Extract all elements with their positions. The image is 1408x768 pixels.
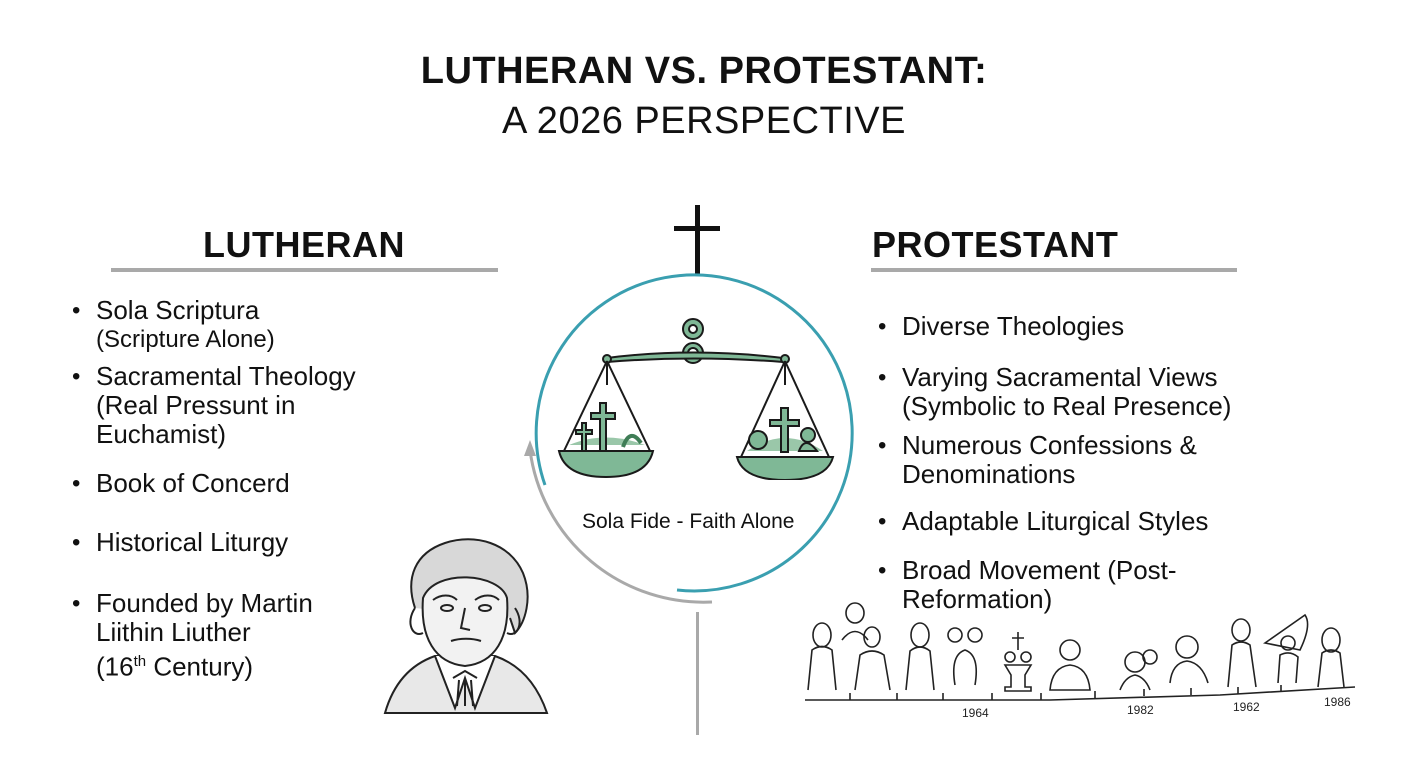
denominations-timeline-illustration xyxy=(805,602,1356,701)
page-subtitle: A 2026 PERSPECTIVE xyxy=(502,100,906,142)
cross-icon xyxy=(674,205,720,275)
circular-arrow-icon xyxy=(524,273,854,604)
lutheran-heading: LUTHERAN xyxy=(203,224,405,265)
list-item: Adaptable Liturgical Styles xyxy=(876,507,1296,537)
list-item: Varying Sacramental Views (Symbolic to R… xyxy=(876,363,1296,421)
protestant-heading: PROTESTANT xyxy=(872,224,1119,265)
list-item: Book of Concerd xyxy=(70,469,400,499)
timeline-year-1: 1964 xyxy=(962,706,989,720)
timeline-year-4: 1986 xyxy=(1324,695,1351,709)
list-item: Broad Movement (Post-Reformation) xyxy=(876,556,1296,614)
martin-luther-portrait-icon xyxy=(383,538,549,714)
timeline-year-2: 1982 xyxy=(1127,703,1154,717)
center-divider xyxy=(696,612,699,735)
list-item: Founded by Martin Liithin Liuther (16th … xyxy=(70,589,356,682)
lutheran-list: Sola Scriptura (Scripture Alone) Sacrame… xyxy=(70,296,400,682)
balance-scale-icon xyxy=(557,318,835,480)
sola-fide-caption: Sola Fide - Faith Alone xyxy=(582,510,795,533)
list-item: Historical Liturgy xyxy=(70,528,400,558)
page-title: LUTHERAN VS. PROTESTANT: xyxy=(420,50,988,92)
list-item: Numerous Confessions & Denominations xyxy=(876,431,1242,489)
timeline-year-3: 1962 xyxy=(1233,700,1260,714)
list-item: Diverse Theologies xyxy=(876,312,1296,342)
lutheran-heading-rule xyxy=(111,268,498,272)
list-item: Sacramental Theology (Real Pressunt in E… xyxy=(70,362,406,449)
protestant-list: Diverse Theologies Varying Sacramental V… xyxy=(876,312,1296,614)
list-item: Sola Scriptura (Scripture Alone) xyxy=(70,296,400,354)
protestant-heading-rule xyxy=(871,268,1237,272)
